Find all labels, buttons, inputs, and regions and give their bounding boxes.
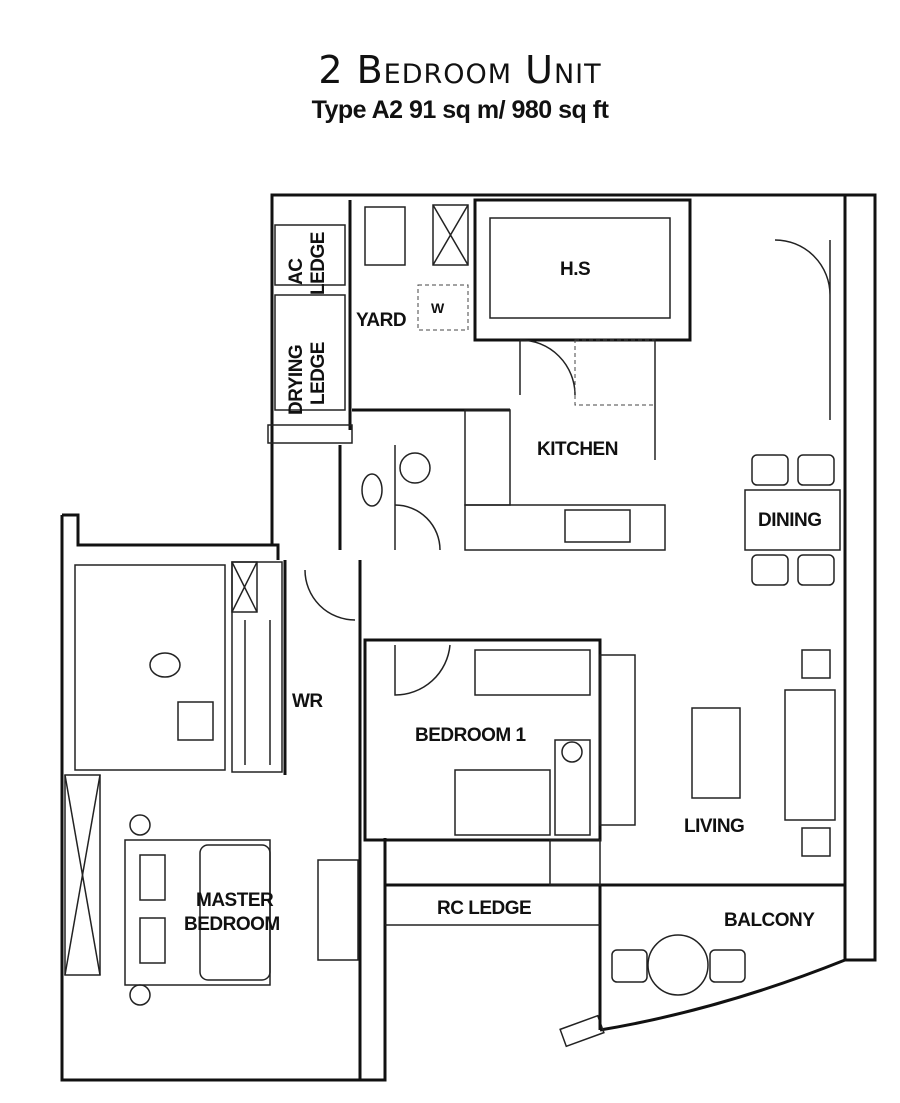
service-walls	[267, 198, 831, 551]
label-kitchen: KITCHEN	[537, 439, 618, 460]
label-balcony: BALCONY	[724, 910, 815, 931]
label-drying-ledge-1: DRYING	[286, 345, 307, 415]
label-dining: DINING	[758, 510, 822, 531]
label-master-bedroom-2: BEDROOM	[184, 914, 280, 935]
label-washer: W	[431, 300, 445, 316]
label-ac-ledge-1: AC	[286, 258, 307, 285]
label-ac-ledge-2: LEDGE	[308, 232, 329, 295]
plan-title: 2 Bedroom Unit	[318, 48, 602, 92]
label-drying-ledge-2: LEDGE	[308, 342, 329, 405]
label-master-bedroom-1: MASTER	[196, 890, 274, 911]
label-rc-ledge: RC LEDGE	[437, 898, 531, 919]
outer-walls	[60, 193, 877, 1082]
label-hs: H.S	[560, 259, 590, 280]
interior-walls	[64, 454, 841, 1080]
plan-subtitle: Type A2 91 sq m/ 980 sq ft	[311, 96, 609, 124]
label-wr: WR	[292, 691, 323, 712]
label-yard: YARD	[356, 310, 406, 331]
label-bedroom-1: BEDROOM 1	[415, 725, 527, 746]
label-living: LIVING	[684, 816, 744, 837]
